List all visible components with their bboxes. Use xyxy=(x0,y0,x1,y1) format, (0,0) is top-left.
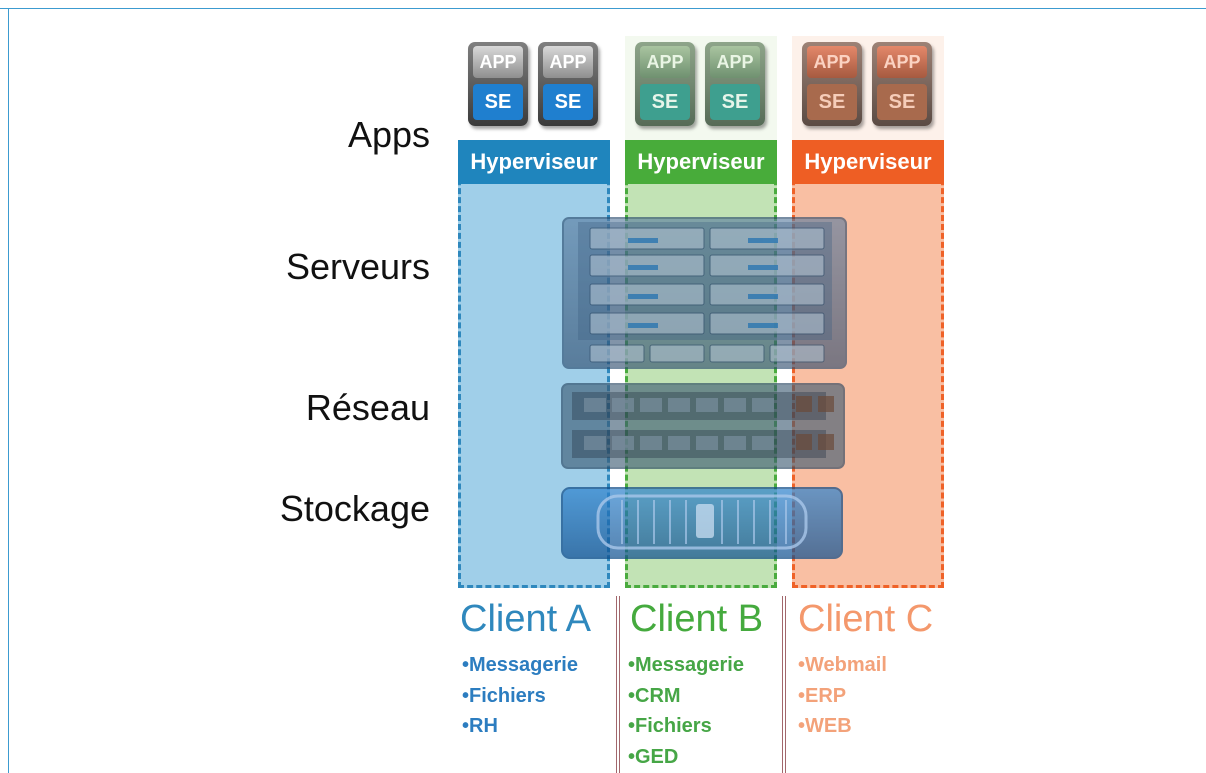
virtual-machine-icon: APP SE xyxy=(705,42,765,126)
vm-app-label: APP xyxy=(710,46,760,78)
vm-app-label: APP xyxy=(807,46,857,78)
vm-app-label: APP xyxy=(877,46,927,78)
vm-app-label: APP xyxy=(473,46,523,78)
frame-left-border xyxy=(8,8,9,773)
client-b-vms: APP SE APP SE xyxy=(625,36,777,140)
vm-app-label: APP xyxy=(543,46,593,78)
row-label-network: Réseau xyxy=(305,387,430,428)
client-c-services: •Webmail •ERP •WEB xyxy=(798,650,887,742)
client-b-name: Client B xyxy=(630,598,764,640)
service-item: •Messagerie xyxy=(462,654,578,676)
vm-os-label: SE xyxy=(543,84,593,120)
client-separator xyxy=(782,596,786,773)
service-item: •Webmail xyxy=(798,654,887,676)
row-label-apps: Apps xyxy=(347,114,430,155)
virtual-machine-icon: APP SE xyxy=(538,42,598,126)
client-separator xyxy=(616,596,620,773)
client-a-vms: APP SE APP SE xyxy=(458,36,610,140)
service-item: •Fichiers xyxy=(628,715,712,737)
vm-os-label: SE xyxy=(877,84,927,120)
frame-top-border xyxy=(0,8,1206,9)
row-label-storage: Stockage xyxy=(279,488,430,529)
client-a-hypervisor: Hyperviseur xyxy=(458,140,610,184)
service-item: •CRM xyxy=(628,684,681,707)
virtual-machine-icon: APP SE xyxy=(802,42,862,126)
service-item: •WEB xyxy=(798,715,852,737)
client-a-name: Client A xyxy=(460,598,591,640)
vm-os-label: SE xyxy=(710,84,760,120)
client-c-hypervisor: Hyperviseur xyxy=(792,140,944,184)
client-c-name: Client C xyxy=(798,598,934,640)
client-a-services: •Messagerie •Fichiers •RH xyxy=(462,650,578,742)
row-label-servers: Serveurs xyxy=(285,246,430,287)
virtual-machine-icon: APP SE xyxy=(468,42,528,126)
service-item: •Fichiers xyxy=(462,684,546,707)
virtual-machine-icon: APP SE xyxy=(635,42,695,126)
vm-os-label: SE xyxy=(640,84,690,120)
service-item: •Messagerie xyxy=(628,654,744,676)
client-b-hypervisor: Hyperviseur xyxy=(625,140,777,184)
vm-os-label: SE xyxy=(807,84,857,120)
service-item: •GED xyxy=(628,745,679,768)
vm-os-label: SE xyxy=(473,84,523,120)
vm-app-label: APP xyxy=(640,46,690,78)
service-item: •ERP xyxy=(798,684,847,707)
virtual-machine-icon: APP SE xyxy=(872,42,932,126)
client-b-services: •Messagerie •CRM •Fichiers •GED xyxy=(628,650,744,772)
client-c-vms: APP SE APP SE xyxy=(792,36,944,140)
service-item: •RH xyxy=(462,715,498,737)
